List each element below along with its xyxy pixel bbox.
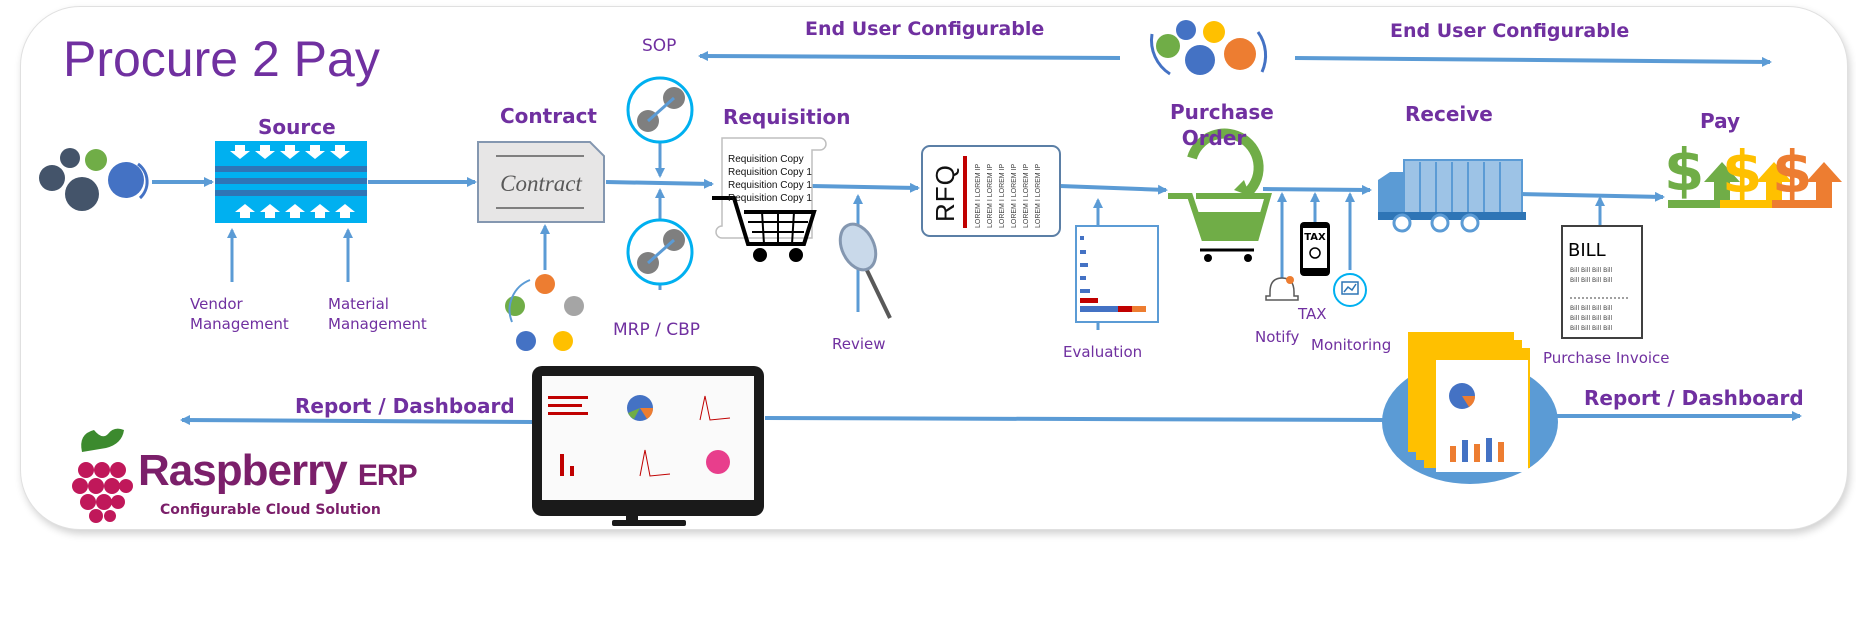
configurable-arrows <box>698 51 1772 67</box>
truck-icon <box>1378 159 1526 233</box>
vendor-line2: Management <box>190 315 289 333</box>
configurable-label-left: End User Configurable <box>805 18 1045 40</box>
rfq-document-icon <box>921 145 1061 237</box>
brand-tagline: Configurable Cloud Solution <box>160 502 381 518</box>
bell-icon <box>1265 276 1299 301</box>
bill-title: BILL <box>1568 240 1606 261</box>
bill-line: Bill Bill Bill Bill <box>1570 325 1613 332</box>
dollar-orange: $ <box>1772 138 1812 206</box>
page-title: Procure 2 Pay <box>63 31 380 87</box>
rfq-line: LOREM I LOREM IP <box>1035 163 1042 228</box>
evaluation-label: Evaluation <box>1063 343 1143 361</box>
review-label: Review <box>832 335 886 353</box>
bill-line: Bill Bill Bill Bill <box>1570 267 1613 274</box>
purchase-invoice-label: Purchase Invoice <box>1543 349 1670 367</box>
stage-requisition: Requisition <box>723 105 851 129</box>
sop-gear-icon <box>626 76 694 144</box>
stage-purchase-order: Purchase Order <box>1170 100 1274 150</box>
brand-name: Raspberry ERP <box>138 446 418 496</box>
stage-contract: Contract <box>500 104 597 128</box>
vendor-line1: Vendor <box>190 295 243 313</box>
main-flow-arrows <box>152 177 1665 202</box>
contract-document-icon: Contract <box>477 141 605 223</box>
magnifier-icon <box>838 222 892 319</box>
requisition-copy-line: Requisition Copy 1 <box>728 180 812 191</box>
mrp-cbp-label: MRP / CBP <box>613 320 701 340</box>
sop-label: SOP <box>642 36 677 56</box>
bill-document-icon: BILL Bill Bill Bill Bill Bill Bill Bill … <box>1561 225 1643 339</box>
contract-doc-text: Contract <box>500 171 582 196</box>
stage-purchase-order-line1: Purchase <box>1170 100 1274 124</box>
gears-icon <box>39 148 149 211</box>
report-dashboard-label-right: Report / Dashboard <box>1584 386 1804 410</box>
monitoring-icon <box>1333 273 1367 307</box>
rfq-label: RFQ <box>930 164 960 222</box>
pay-dollars-icon: $ $ $ <box>1664 136 1842 208</box>
requisition-copy-text: Requisition Copy Requisition Copy 1 Requ… <box>728 153 812 205</box>
stage-purchase-order-line2: Order <box>1181 126 1247 150</box>
stage-receive: Receive <box>1405 102 1493 126</box>
requisition-copy-line: Requisition Copy 1 <box>728 167 812 178</box>
rfq-line: LOREM I LOREM IP <box>975 163 982 228</box>
collaboration-circles-icon <box>505 274 584 351</box>
report-arrows <box>180 411 1802 426</box>
rfq-line: LOREM I LOREM IP <box>987 163 994 228</box>
tax-label: TAX <box>1298 305 1327 323</box>
evaluation-chart-icon <box>1075 225 1159 323</box>
dashboard-monitor-icon <box>532 366 764 526</box>
dollar-green: $ <box>1664 136 1704 204</box>
configurable-label-right: End User Configurable <box>1390 20 1630 42</box>
vendor-management-label: Vendor Management <box>190 294 289 334</box>
rfq-line: LOREM I LOREM IP <box>999 163 1006 228</box>
material-line2: Management <box>328 315 427 333</box>
dollar-yellow: $ <box>1722 138 1762 206</box>
input-arrows <box>227 138 1605 330</box>
purchase-order-cart-icon <box>1168 128 1272 262</box>
stage-pay: Pay <box>1700 109 1741 133</box>
configurable-gears-icon <box>1150 20 1268 76</box>
rfq-line: LOREM I LOREM IP <box>1011 163 1018 228</box>
requisition-copy-line: Requisition Copy <box>728 154 804 165</box>
shopping-cart-icon <box>712 196 817 262</box>
report-stack-icon <box>1382 332 1558 484</box>
raspberry-logo-icon <box>72 428 133 523</box>
requisition-copy-line: Requisition Copy 1 <box>728 193 812 204</box>
brand-name-text: Raspberry <box>138 446 348 495</box>
rfq-lines: LOREM I LOREM IP LOREM I LOREM IP LOREM … <box>973 164 1045 228</box>
tax-phone-icon: TAX <box>1300 222 1330 276</box>
stage-source: Source <box>258 115 336 139</box>
rfq-line: LOREM I LOREM IP <box>1023 163 1030 228</box>
bill-line: Bill Bill Bill Bill <box>1570 315 1613 322</box>
bill-line: Bill Bill Bill Bill <box>1570 305 1613 312</box>
notify-label: Notify <box>1255 328 1300 346</box>
report-dashboard-label-left: Report / Dashboard <box>295 394 515 418</box>
mrp-gear-icon <box>626 218 694 286</box>
monitoring-label: Monitoring <box>1311 336 1392 354</box>
bill-line: Bill Bill Bill Bill <box>1570 277 1613 284</box>
source-icon <box>215 141 367 223</box>
material-management-label: Material Management <box>328 294 427 334</box>
material-line1: Material <box>328 295 389 313</box>
tax-phone-text: TAX <box>1304 232 1326 243</box>
brand-suffix: ERP <box>357 459 418 492</box>
